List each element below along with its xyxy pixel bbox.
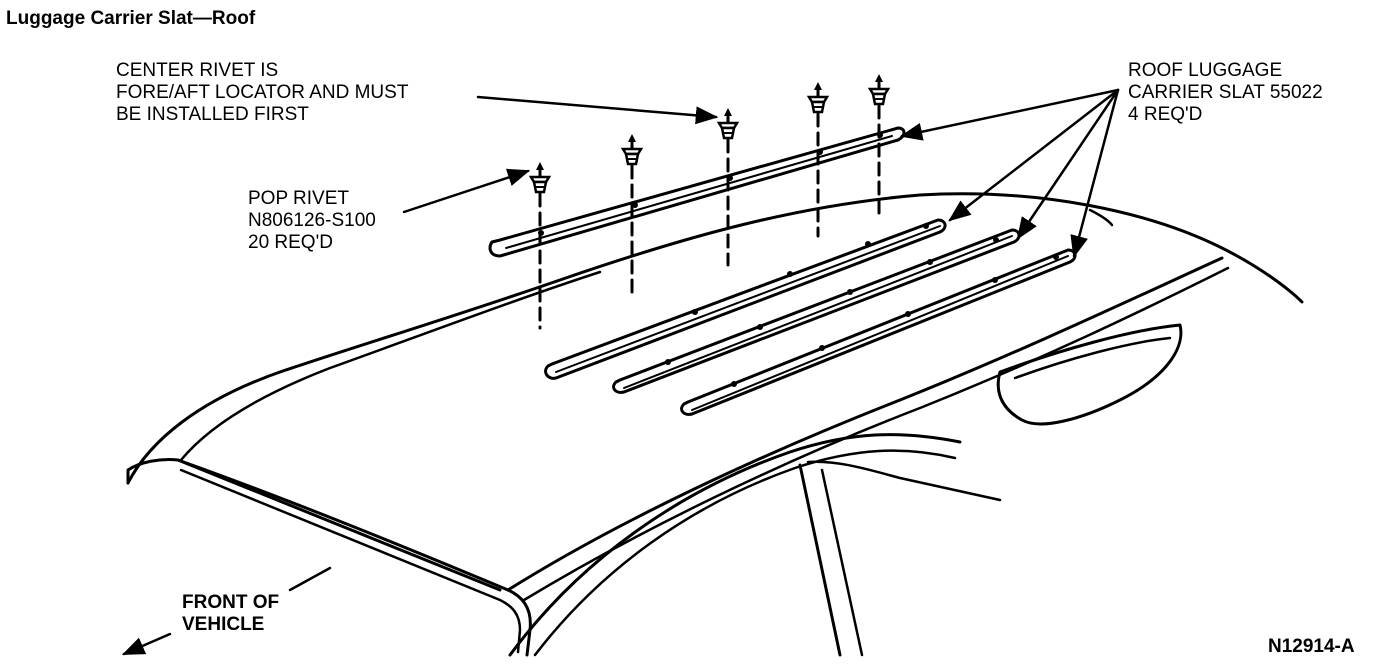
slat-roof-2 xyxy=(612,228,1021,394)
svg-text:N806126-S100: N806126-S100 xyxy=(248,210,376,231)
svg-text:4 REQ'D: 4 REQ'D xyxy=(1128,104,1202,125)
pop-rivet-label: POP RIVET N806126-S100 20 REQ'D xyxy=(248,188,376,253)
rivet-4 xyxy=(807,80,829,238)
diagram-title: Luggage Carrier Slat—Roof xyxy=(6,8,256,29)
slat-leader-1 xyxy=(899,88,1120,141)
pop-rivet-leader xyxy=(402,168,531,214)
svg-text:FRONT OF: FRONT OF xyxy=(182,592,279,613)
luggage-slats xyxy=(488,126,1077,416)
pop-rivets xyxy=(529,72,890,330)
center-rivet-leader xyxy=(476,95,719,125)
rivet-center xyxy=(717,106,739,267)
front-of-vehicle-label: FRONT OF VEHICLE xyxy=(182,592,279,635)
slat-roof-1 xyxy=(544,218,947,380)
roof-body xyxy=(126,192,1304,657)
svg-text:VEHICLE: VEHICLE xyxy=(182,614,264,635)
svg-text:ROOF LUGGAGE: ROOF LUGGAGE xyxy=(1128,60,1282,81)
front-leader-stroke xyxy=(288,566,332,592)
slat-label: ROOF LUGGAGE CARRIER SLAT 55022 4 REQ'D xyxy=(1128,60,1323,125)
svg-text:20 REQ'D: 20 REQ'D xyxy=(248,232,333,253)
slat-leader-3 xyxy=(1016,88,1120,240)
svg-text:BE INSTALLED FIRST: BE INSTALLED FIRST xyxy=(116,104,309,125)
rivet-2 xyxy=(621,132,643,297)
figure-id: N12914-A xyxy=(1268,636,1355,657)
svg-text:FORE/AFT LOCATOR AND MUST: FORE/AFT LOCATOR AND MUST xyxy=(116,82,409,103)
svg-text:POP RIVET: POP RIVET xyxy=(248,188,349,209)
svg-text:CARRIER SLAT 55022: CARRIER SLAT 55022 xyxy=(1128,82,1323,103)
center-rivet-label: CENTER RIVET IS FORE/AFT LOCATOR AND MUS… xyxy=(116,60,409,125)
slat-roof-3 xyxy=(680,248,1077,416)
svg-text:CENTER RIVET IS: CENTER RIVET IS xyxy=(116,60,278,81)
rivet-1 xyxy=(529,160,551,330)
slat-leader-4 xyxy=(1070,88,1120,259)
rivet-5 xyxy=(868,72,890,220)
front-arrow xyxy=(121,632,172,656)
slat-leader-2 xyxy=(948,88,1120,222)
leader-lines xyxy=(121,88,1120,656)
